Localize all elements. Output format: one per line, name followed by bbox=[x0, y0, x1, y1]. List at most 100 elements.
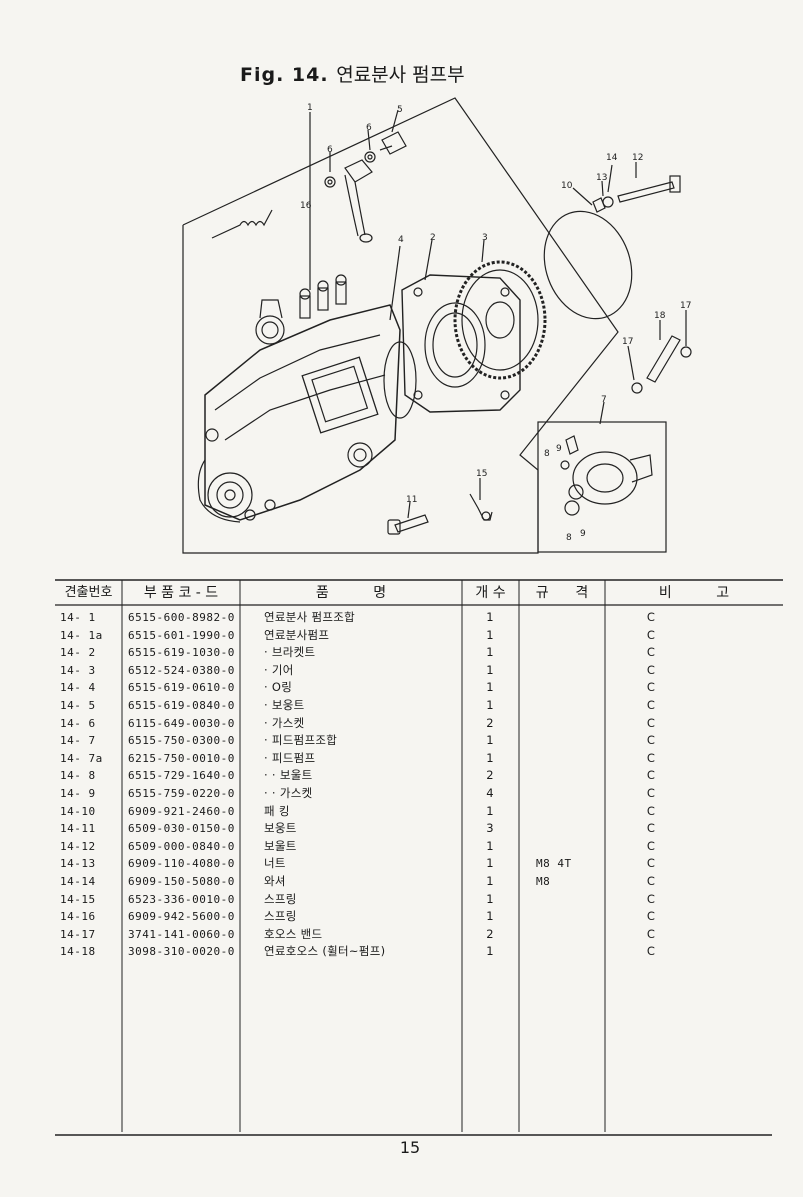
callout-9b: 9 bbox=[580, 529, 586, 539]
cell-part-name: 스프링 bbox=[264, 909, 297, 924]
cell-quantity: 1 bbox=[486, 680, 494, 695]
cell-part-code: 6509-000-0840-0 bbox=[128, 839, 235, 853]
cell-ref-no: 14- 4 bbox=[60, 681, 96, 695]
cell-quantity: 2 bbox=[486, 768, 494, 783]
cell-remarks: C bbox=[646, 627, 656, 642]
cell-remarks: C bbox=[646, 821, 656, 836]
fuel-hose bbox=[646, 335, 681, 383]
cell-remarks: C bbox=[646, 874, 656, 888]
exploded-parts-diagram: 1 2 3 4 5 6 6 7 8 8 9 9 10 11 12 13 14 1… bbox=[182, 97, 692, 554]
callout-2: 2 bbox=[430, 233, 436, 243]
cell-part-name: 스프링 bbox=[264, 891, 297, 906]
cell-part-code: 6909-110-4080-0 bbox=[128, 857, 235, 871]
cell-part-code: 6515-750-0300-0 bbox=[128, 734, 235, 748]
cell-part-name: 연료분사펌프 bbox=[264, 627, 330, 642]
cell-remarks: C bbox=[646, 909, 656, 924]
callout-16: 16 bbox=[300, 201, 312, 211]
cell-part-name: 보울트 bbox=[264, 838, 297, 853]
o-ring-small bbox=[383, 341, 417, 419]
cell-remarks: C bbox=[646, 662, 656, 677]
cell-remarks: C bbox=[646, 645, 656, 660]
header-ref-no: 견출번호 bbox=[64, 585, 113, 600]
cell-part-name: 호오스 밴드 bbox=[264, 926, 323, 941]
cell-part-name: 패 킹 bbox=[264, 803, 290, 818]
cell-quantity: 4 bbox=[486, 786, 494, 800]
callout-8a: 8 bbox=[544, 449, 550, 459]
cell-part-code: 6515-600-8982-0 bbox=[128, 611, 235, 624]
callout-17a: 17 bbox=[680, 301, 691, 311]
cell-remarks: C bbox=[646, 838, 656, 853]
cell-remarks: C bbox=[646, 856, 656, 871]
cell-quantity: 1 bbox=[486, 838, 494, 853]
header-remarks: 비 고 bbox=[658, 585, 730, 601]
cell-quantity: 1 bbox=[486, 750, 494, 765]
pump-body bbox=[204, 304, 401, 521]
callout-1: 1 bbox=[307, 103, 313, 113]
callout-18: 18 bbox=[654, 311, 666, 321]
cell-remarks: C bbox=[646, 944, 656, 959]
cell-part-name: 와셔 bbox=[264, 874, 286, 888]
cell-quantity: 1 bbox=[486, 645, 494, 660]
cell-ref-no: 14- 3 bbox=[60, 663, 96, 677]
cell-ref-no: 14-18 bbox=[60, 945, 96, 959]
cell-quantity: 1 bbox=[486, 803, 494, 818]
callout-10: 10 bbox=[561, 181, 573, 191]
bolt-11 bbox=[394, 514, 429, 533]
cell-quantity: 1 bbox=[486, 662, 494, 677]
cell-ref-no: 14- 9 bbox=[60, 787, 96, 800]
cell-quantity: 2 bbox=[486, 715, 494, 730]
callout-17b: 17 bbox=[622, 337, 633, 347]
cell-part-code: 6509-030-0150-0 bbox=[128, 822, 235, 836]
cell-part-code: 6909-150-5080-0 bbox=[128, 875, 235, 888]
cell-remarks: C bbox=[646, 786, 656, 800]
cell-part-code: 3098-310-0020-0 bbox=[128, 945, 235, 959]
cell-part-name: · · 가스켓 bbox=[264, 786, 313, 800]
cell-ref-no: 14- 8 bbox=[60, 769, 96, 783]
cell-quantity: 1 bbox=[486, 891, 494, 906]
cell-remarks: C bbox=[646, 803, 656, 818]
cell-remarks: C bbox=[646, 891, 656, 906]
cell-part-name: · 피드펌프조합 bbox=[264, 733, 338, 748]
gear bbox=[453, 260, 547, 380]
header-part-name: 품 명 bbox=[315, 585, 387, 601]
cell-part-code: 6515-619-0610-0 bbox=[128, 681, 235, 695]
cell-quantity: 1 bbox=[486, 944, 494, 959]
cell-part-code: 6515-601-1990-0 bbox=[128, 628, 235, 642]
callout-12: 12 bbox=[632, 153, 643, 163]
cell-part-name: · O링 bbox=[264, 680, 293, 695]
callout-15: 15 bbox=[476, 469, 487, 479]
cell-remarks: C bbox=[646, 680, 656, 695]
figure-title: Fig. 14. 연료분사 펌프부 bbox=[240, 60, 465, 87]
cell-part-code: 6215-750-0010-0 bbox=[128, 751, 235, 765]
callout-11: 11 bbox=[406, 495, 417, 505]
cell-quantity: 1 bbox=[486, 627, 494, 642]
cell-part-code: 6515-759-0220-0 bbox=[128, 787, 235, 800]
cell-part-code: 6512-524-0380-0 bbox=[128, 663, 235, 677]
cell-part-name: 보웅트 bbox=[264, 821, 297, 836]
callout-3: 3 bbox=[482, 233, 488, 243]
callout-6b: 6 bbox=[327, 145, 333, 155]
cell-part-name: · 브라켓트 bbox=[264, 645, 316, 660]
callout-13: 13 bbox=[596, 173, 607, 183]
cell-ref-no: 14-13 bbox=[60, 857, 96, 871]
packing-ring bbox=[543, 210, 633, 320]
cell-part-code: 6909-921-2460-0 bbox=[128, 804, 235, 818]
cell-remarks: C bbox=[646, 610, 656, 624]
spring bbox=[211, 209, 273, 239]
figure-number: Fig. 14. bbox=[240, 64, 329, 86]
cell-ref-no: 14-12 bbox=[60, 839, 96, 853]
cell-part-name: · 피드펌프 bbox=[264, 750, 316, 765]
cell-remarks: C bbox=[646, 768, 656, 783]
cell-part-code: 6515-729-1640-0 bbox=[128, 769, 235, 783]
cell-part-code: 6115-649-0030-0 bbox=[128, 716, 235, 730]
cell-part-code: 6909-942-5600-0 bbox=[128, 910, 235, 924]
cell-ref-no: 14- 1a bbox=[60, 628, 103, 642]
cell-ref-no: 14- 6 bbox=[60, 716, 96, 730]
cell-part-code: 6515-619-1030-0 bbox=[128, 646, 235, 660]
cell-ref-no: 14- 5 bbox=[60, 699, 96, 712]
cell-remarks: C bbox=[646, 698, 656, 712]
cell-quantity: 1 bbox=[486, 698, 494, 712]
feed-pump-inset-frame bbox=[537, 421, 667, 553]
cell-remarks: C bbox=[646, 750, 656, 765]
header-spec: 규 격 bbox=[535, 585, 589, 601]
